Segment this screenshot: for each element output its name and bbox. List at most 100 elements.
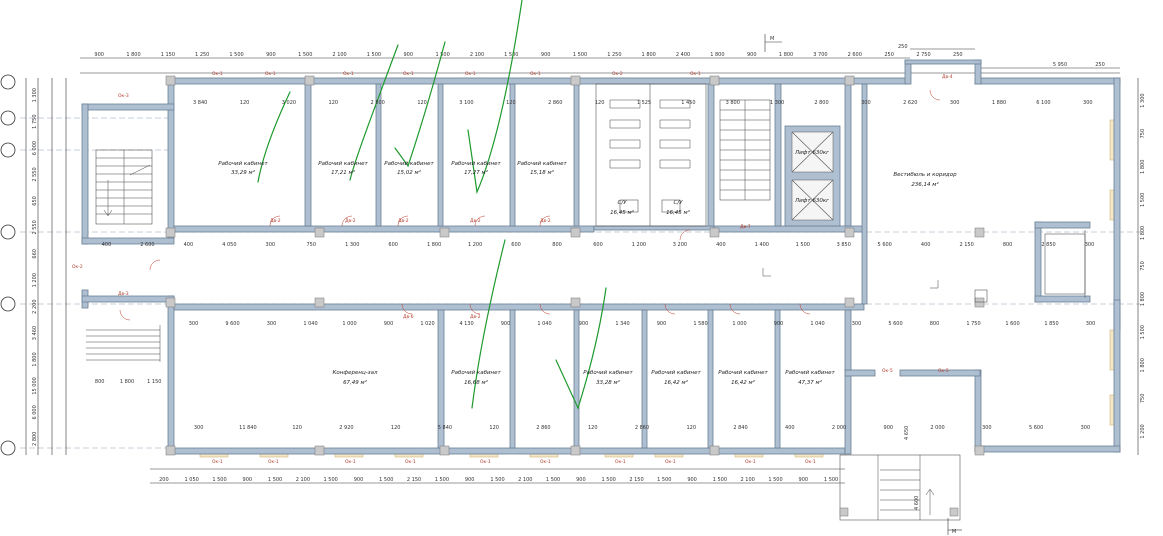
- dimension-label: 300: [982, 425, 992, 431]
- section-mark-top: М: [770, 36, 774, 42]
- dimension-label: 300: [194, 425, 204, 431]
- dimension-label: 400: [785, 425, 795, 431]
- dimension-label: 1 800: [126, 52, 140, 58]
- stair-dim-2: 4 600: [914, 496, 920, 510]
- dimension-label: 1 500: [212, 477, 226, 483]
- room-conf-name: Конференц-зал: [333, 370, 378, 376]
- room-bot-5-name: Рабочий кабинет: [785, 370, 835, 376]
- tag-ok1: Ок-1: [665, 459, 676, 465]
- dimension-label: 1 750: [966, 321, 980, 327]
- axis-lines: [20, 117, 1140, 449]
- tag-dv2: Дв-2: [345, 218, 356, 224]
- dimension-label: 800: [552, 242, 562, 248]
- dimension-label: 1 150: [161, 52, 175, 58]
- dimension-label: 4 050: [222, 242, 236, 248]
- tag-ok1: Ок-1: [405, 459, 416, 465]
- dimension-label: 4 130: [459, 321, 473, 327]
- tag-ok2: Ок-2: [72, 264, 83, 270]
- tag-ok1: Ок-1: [268, 459, 279, 465]
- dimension-label: 1 500: [324, 477, 338, 483]
- dimension-label: 1 500: [768, 477, 782, 483]
- dimension-label: 120: [588, 425, 598, 431]
- room-bot-2-area: 33,28 м²: [596, 379, 621, 386]
- dimension-label: 2 600: [848, 52, 862, 58]
- dimension-label: 900: [884, 425, 894, 431]
- misc-labels: М М 250 4 650 4 600: [770, 36, 956, 535]
- dimension-label: 2 920: [339, 425, 353, 431]
- dimension-label: 1 150: [147, 379, 161, 385]
- dimension-label: 1 020: [420, 321, 434, 327]
- room-top-4-area: 17,27 м²: [464, 169, 489, 176]
- room-bot-3-area: 16,42 м²: [664, 379, 689, 386]
- tag-ok1: Ок-1: [745, 459, 756, 465]
- dimension-label: 900: [354, 477, 364, 483]
- dimension-label: 6 000: [32, 141, 38, 155]
- dimension-label: 3 850: [837, 242, 851, 248]
- dimension-label: 300: [861, 100, 871, 106]
- dimension-label: 750: [1140, 129, 1146, 139]
- dimension-label: 1 300: [345, 242, 359, 248]
- dimension-label: 1 500: [367, 52, 381, 58]
- room-bot-1-area: 16,68 м²: [464, 379, 489, 386]
- dimension-label: 800: [1003, 242, 1013, 248]
- dimension-label: 300: [852, 321, 862, 327]
- tag-dv2: Дв-2: [398, 218, 409, 224]
- lift-shafts: [784, 125, 841, 227]
- tag-ok2: Ок-2: [612, 71, 623, 77]
- section-mark-bottom: М: [952, 529, 956, 535]
- dimension-label: 120: [240, 100, 250, 106]
- dimension-label: 900: [747, 52, 757, 58]
- dimension-label: 1 500: [504, 52, 518, 58]
- tag-ok1: Ок-1: [403, 71, 414, 77]
- columns: [165, 75, 985, 456]
- dimension-label: 250: [953, 52, 963, 58]
- dimension-label: 2 800: [814, 100, 828, 106]
- dimension-label: 900: [501, 321, 511, 327]
- dimension-label: 1 500: [379, 477, 393, 483]
- tag-ok1: Ок-1: [530, 71, 541, 77]
- room-bot-5-area: 47,37 м²: [798, 379, 823, 386]
- dimension-label: 2 860: [548, 100, 562, 106]
- entrance-steps: [86, 325, 161, 362]
- tag-ok1: Ок-1: [343, 71, 354, 77]
- dimension-label: 1 800: [32, 352, 38, 366]
- dimension-label: 2 100: [741, 477, 755, 483]
- dimension-label: 2 850: [1041, 242, 1055, 248]
- dimension-label: 2 200: [32, 299, 38, 313]
- dimension-label: 1 850: [1044, 321, 1058, 327]
- tag-ok5: Ок-5: [882, 368, 893, 374]
- tag-dv2: Дв-2: [540, 218, 551, 224]
- dimension-label: 900: [404, 52, 414, 58]
- dimension-label: 300: [1081, 425, 1091, 431]
- room-bot-4-area: 16,42 м²: [731, 379, 756, 386]
- dimension-label: 1 800: [1140, 160, 1146, 174]
- dimension-label: 1 800: [710, 52, 724, 58]
- room-wc-1-name: С/У: [617, 200, 627, 206]
- room-top-5-name: Рабочий кабинет: [517, 161, 567, 167]
- tag-ok1: Ок-1: [690, 71, 701, 77]
- dimension-label: 2 100: [332, 52, 346, 58]
- room-top-4-name: Рабочий кабинет: [451, 161, 501, 167]
- dimension-label: 5 600: [878, 242, 892, 248]
- dimension-label: 5 600: [1029, 425, 1043, 431]
- dimension-label: 1 500: [824, 477, 838, 483]
- dimension-label: 120: [292, 425, 302, 431]
- dimension-label: 1 580: [693, 321, 707, 327]
- tag-ok1: Ок-1: [345, 459, 356, 465]
- dimension-label: 1 600: [1005, 321, 1019, 327]
- dimension-label: 3 100: [459, 100, 473, 106]
- dimension-label: 300: [267, 321, 277, 327]
- dimension-label: 3 460: [32, 326, 38, 340]
- dimension-label: 2 600: [140, 242, 154, 248]
- dimension-label: 900: [579, 321, 589, 327]
- exterior-walls: [81, 59, 1121, 455]
- dimension-label: 1 800: [642, 52, 656, 58]
- dimension-label: 800: [930, 321, 940, 327]
- dimension-label: 120: [329, 100, 339, 106]
- dimension-label: 120: [489, 425, 499, 431]
- dimension-label: 1 750: [32, 114, 38, 128]
